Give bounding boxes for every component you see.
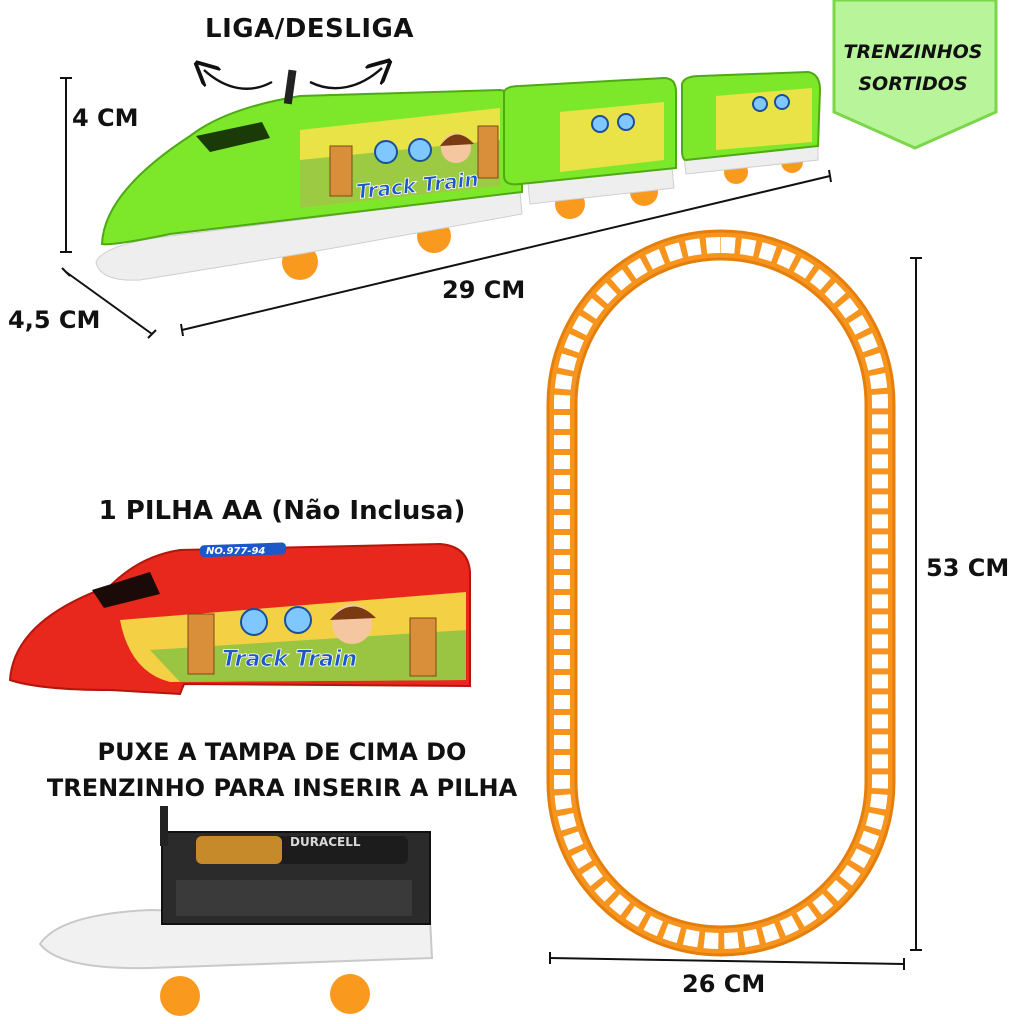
- height-dimension-label: 4 CM: [72, 104, 139, 132]
- switch-label: LIGA/DESLIGA: [205, 14, 414, 44]
- track-width-label: 26 CM: [682, 970, 766, 998]
- dimension-lines: [60, 77, 922, 970]
- badge-line2: SORTIDOS: [858, 73, 968, 95]
- badge-shape: [832, 0, 998, 150]
- oval-track-image: [546, 229, 896, 957]
- track-train-print-red: Track Train: [222, 647, 357, 672]
- switch-arrows-icon: [204, 68, 382, 90]
- instructions-line2: TRENZINHO PARA INSERIR A PILHA: [46, 774, 518, 802]
- badge-text: TRENZINHOS SORTIDOS: [828, 36, 998, 100]
- instructions-text: PUXE A TAMPA DE CIMA DO TRENZINHO PARA I…: [0, 734, 564, 806]
- battery-chassis-image: DURACELL: [38, 806, 434, 1016]
- badge-line1: TRENZINHOS: [843, 41, 983, 63]
- instructions-line1: PUXE A TAMPA DE CIMA DO: [97, 738, 467, 766]
- green-train-image: Track Train: [95, 69, 822, 281]
- track-length-label: 53 CM: [926, 554, 1010, 582]
- battery-label: 1 PILHA AA (Não Inclusa): [98, 496, 466, 526]
- model-number-print: NO.977-94: [206, 546, 265, 557]
- depth-dimension-label: 4,5 CM: [8, 306, 101, 334]
- battery-brand-print: DURACELL: [290, 835, 361, 849]
- length-dimension-label: 29 CM: [442, 276, 526, 304]
- red-train-shell-image: NO.977-94 Track Train: [8, 542, 471, 696]
